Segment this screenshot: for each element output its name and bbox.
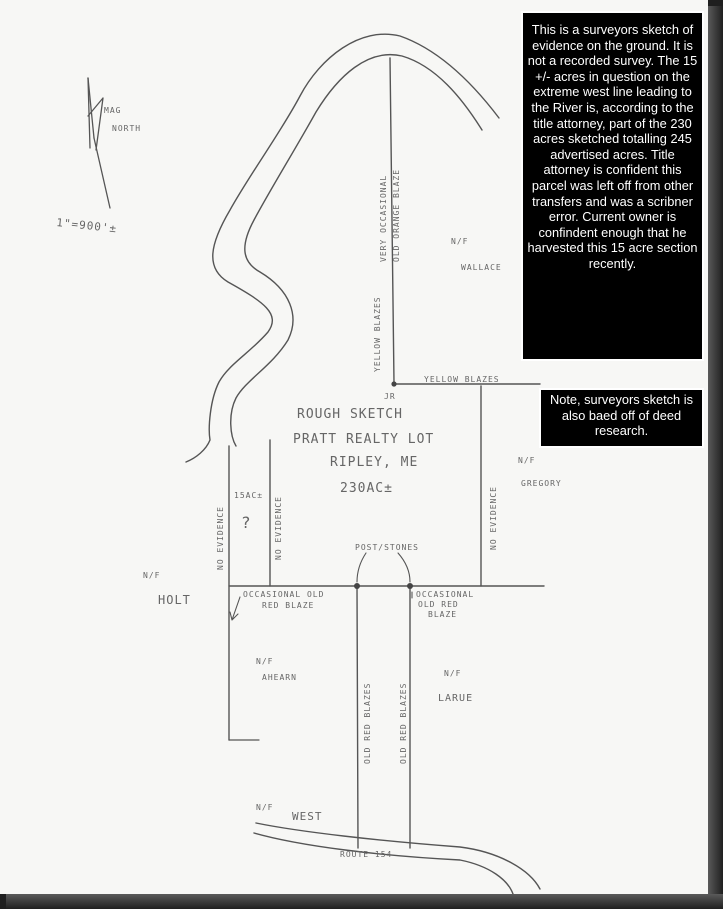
label-no-evidence-west-inner: NO EVIDENCE (274, 496, 283, 560)
larue-nf: N/F (444, 669, 461, 678)
occasional-arrow-west (229, 596, 241, 621)
label-fifteen-acres: 15AC± (234, 491, 263, 500)
west-nf: N/F (256, 803, 273, 812)
gregory-nf: N/F (518, 456, 535, 465)
label-route: ROUTE 154 (340, 850, 392, 859)
river-east-bank (230, 53, 483, 447)
label-occasional-west-2: RED BLAZE (262, 601, 314, 610)
label-old-orange-blaze: OLD ORANGE BLAZE (392, 169, 401, 262)
lot-title-line4: 230AC± (340, 481, 393, 496)
label-occasional-east-3: BLAZE (428, 610, 457, 619)
river-west-bank (185, 33, 500, 463)
boundary-north-south (389, 57, 395, 384)
larue-name: LARUE (438, 693, 473, 704)
route-154-north-edge (255, 822, 541, 890)
gregory-name: GREGORY (521, 479, 562, 488)
lot-title-line1: ROUGH SKETCH (297, 407, 403, 422)
north-arrow-icon (87, 77, 111, 209)
label-old-red-blazes-east: OLD RED BLAZES (399, 683, 408, 764)
label-old-red-blazes-west: OLD RED BLAZES (363, 683, 372, 764)
west-name: WEST (292, 810, 323, 823)
corner-marker-jr (391, 381, 397, 387)
annotation-box-note: Note, surveyors sketch is also baed off … (539, 388, 704, 448)
label-occasional-east-1: OCCASIONAL (416, 590, 474, 599)
survey-sketch: MAG NORTH 1"=900'± VERY OCCASIONAL OLD O… (56, 33, 562, 894)
label-occasional-east-2: OLD RED (418, 600, 459, 609)
label-yellow-blazes-horizontal: YELLOW BLAZES (424, 375, 500, 384)
label-yellow-blazes-vertical: YELLOW BLAZES (373, 296, 382, 372)
label-no-evidence-west-outer: NO EVIDENCE (216, 506, 225, 570)
ahearn-name: AHEARN (262, 673, 297, 682)
post-arrow-west (356, 552, 367, 583)
label-question: ? (241, 513, 252, 532)
ahearn-nf: N/F (256, 657, 273, 666)
label-posts-stones: POST/STONES (355, 543, 419, 552)
annotation-box-main: This is a surveyors sketch of evidence o… (521, 11, 704, 361)
label-jr: JR (384, 392, 396, 401)
post-west-marker (354, 583, 360, 589)
post-east-marker (407, 583, 413, 589)
wallace-name: WALLACE (461, 263, 502, 272)
scale-label: 1"=900'± (56, 216, 118, 235)
label-very-occasional: VERY OCCASIONAL (379, 175, 388, 262)
sketch-paper: MAG NORTH 1"=900'± VERY OCCASIONAL OLD O… (0, 0, 708, 894)
lot-title-line2: PRATT REALTY LOT (293, 432, 434, 447)
label-no-evidence-east: NO EVIDENCE (489, 486, 498, 550)
north-arrow-label-2: NORTH (112, 124, 141, 133)
wallace-nf: N/F (451, 237, 468, 246)
page-shadow-bottom (6, 894, 723, 909)
post-arrow-east (397, 552, 411, 583)
label-occasional-west-1: OCCASIONAL OLD (243, 590, 324, 599)
road-west-edge (356, 585, 359, 849)
north-arrow-label-1: MAG (104, 106, 121, 115)
lot-title-line3: RIPLEY, ME (330, 455, 418, 470)
route-154-south-edge (253, 832, 514, 894)
holt-nf: N/F (143, 571, 160, 580)
holt-name: HOLT (158, 593, 191, 607)
page-shadow-right (708, 6, 723, 909)
